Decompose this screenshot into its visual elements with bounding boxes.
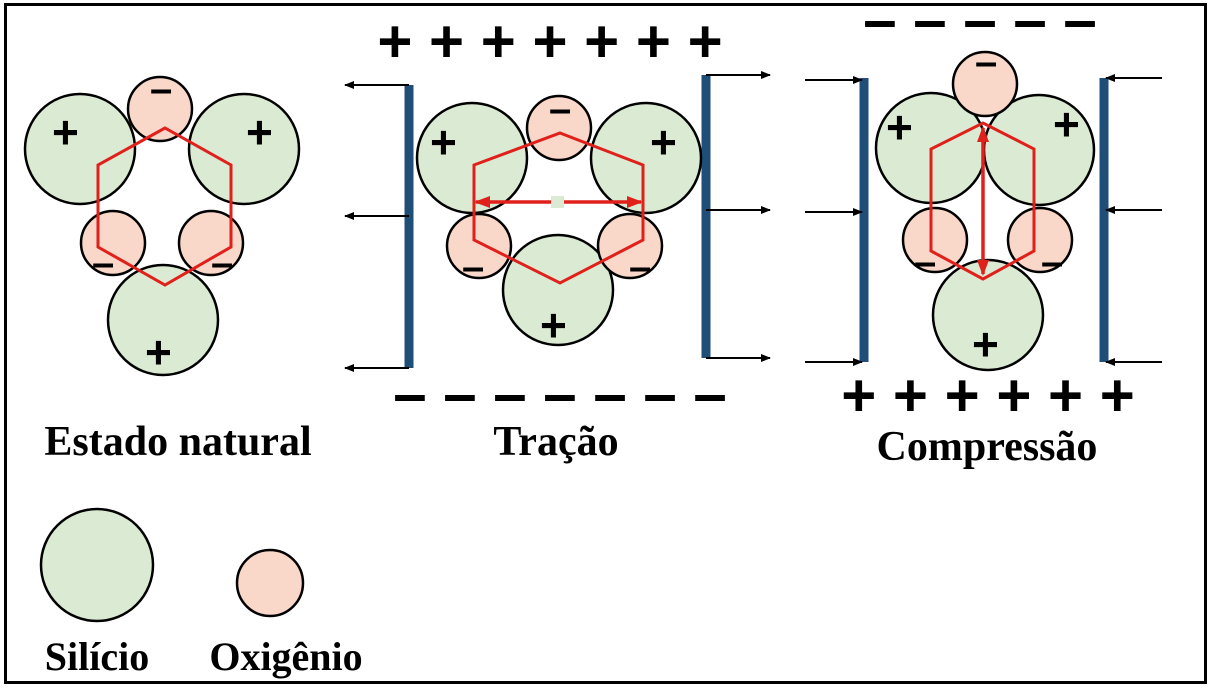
silicon-atom [187,92,301,206]
top-charge-signs: – – – – – [863,0,1097,53]
sign-plus: + [430,116,457,168]
sign-plus: + [1053,98,1080,150]
sign-plus: + [246,106,273,158]
arrow-gap [977,190,989,206]
oxygen-atom [126,75,194,143]
oxygen-atom [951,50,1019,118]
hexagon-outline [472,131,645,285]
sign-plus: + [972,318,999,370]
hexagon-outline [96,126,233,287]
sign-minus: – [150,67,172,111]
legend-oxygen-label: Oxigênio [209,634,362,679]
top-charge-signs: + + + + + + + [377,8,722,75]
sign-minus: – [211,241,233,285]
sign-minus: – [549,87,571,131]
oxygen-atom [525,94,593,162]
sign-plus: + [540,299,567,351]
panel-natural: + + + – – – Estado natural [23,67,312,465]
sign-plus: + [145,326,172,378]
panel-tension: + + + + + + + – – – – – – – + + + – – – … [344,8,771,465]
sign-plus: + [650,116,677,168]
sign-minus: – [914,240,936,284]
hexagon-outline [929,121,1036,281]
legend: Silício Oxigênio [39,507,363,679]
silicon-atom [23,92,137,206]
silicon-atom [589,101,703,215]
sign-minus: – [92,241,114,285]
sign-minus: – [975,40,997,84]
legend-silicon-label: Silício [45,634,149,679]
panel-title-natural: Estado natural [44,419,311,465]
oxygen-atom [177,209,245,277]
sign-minus: – [462,245,484,289]
panel-compression: – – – – – + + + + + + + + + – – – Compre… [805,0,1162,470]
silicon-atom [501,233,615,347]
panel-title-tension: Tração [493,419,618,465]
panel-title-compression: Compressão [877,424,1098,470]
legend-silicon-swatch [39,507,155,623]
bottom-charge-signs: + + + + + + [841,362,1135,429]
oxygen-atom [901,206,969,274]
sign-minus: – [1041,240,1063,284]
sign-plus: + [886,101,913,153]
arrow-gap [551,196,564,208]
oxygen-atom [445,212,513,280]
bottom-charge-signs: – – – – – – – [393,360,727,427]
silicon-atom [106,263,220,377]
sign-minus: – [629,245,651,289]
sign-plus: + [52,106,79,158]
legend-oxygen-swatch [235,548,305,618]
silicon-atom [415,101,529,215]
